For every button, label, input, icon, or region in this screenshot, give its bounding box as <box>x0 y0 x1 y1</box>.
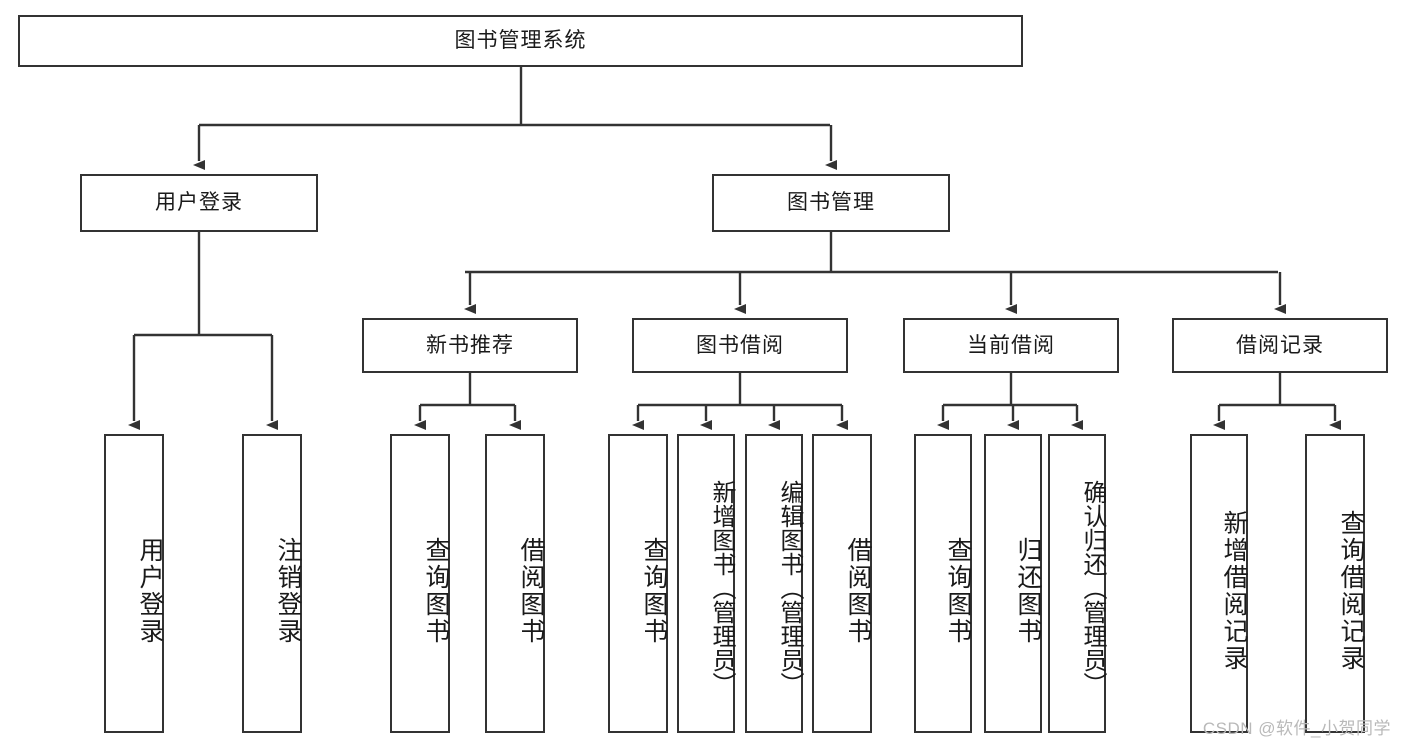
node-label: 图书管理 <box>787 191 875 215</box>
node-label: 查询图书 <box>422 536 450 645</box>
level2-node-user-login[interactable]: 用户登录 <box>80 174 318 232</box>
node-label: 注销登录 <box>274 536 302 645</box>
level3-node-new-book-rec[interactable]: 新书推荐 <box>362 318 578 373</box>
leaf-node-leaf-query-record[interactable]: 查询借阅记录 <box>1305 434 1365 733</box>
node-label: 借阅图书 <box>517 536 545 645</box>
leaf-node-leaf-query-book-3[interactable]: 查询图书 <box>914 434 972 733</box>
leaf-node-leaf-query-book-2[interactable]: 查询图书 <box>608 434 668 733</box>
leaf-node-leaf-query-book-1[interactable]: 查询图书 <box>390 434 450 733</box>
node-label: 当前借阅 <box>967 333 1055 357</box>
csdn-watermark: CSDN @软件_小贺同学 <box>1202 719 1391 738</box>
node-label: 归还图书 <box>1014 536 1042 645</box>
node-label: 查询图书 <box>640 536 668 645</box>
node-label: 图书管理系统 <box>454 29 587 53</box>
level2-node-book-mgmt[interactable]: 图书管理 <box>712 174 950 232</box>
node-label: 查询借阅记录 <box>1337 509 1365 672</box>
node-label: 图书借阅 <box>696 333 784 357</box>
node-label: 编辑图书（管理员） <box>776 479 803 696</box>
node-label: 新增借阅记录 <box>1220 509 1248 672</box>
leaf-node-leaf-confirm-return[interactable]: 确认归还（管理员） <box>1048 434 1106 733</box>
leaf-node-leaf-add-book[interactable]: 新增图书（管理员） <box>677 434 735 733</box>
leaf-node-leaf-edit-book[interactable]: 编辑图书（管理员） <box>745 434 803 733</box>
node-label: 新增图书（管理员） <box>708 479 735 696</box>
leaf-node-leaf-return-book[interactable]: 归还图书 <box>984 434 1042 733</box>
level3-node-borrow-record[interactable]: 借阅记录 <box>1172 318 1388 373</box>
leaf-node-leaf-borrow-book-2[interactable]: 借阅图书 <box>812 434 872 733</box>
node-label: 用户登录 <box>155 191 243 215</box>
leaf-node-leaf-borrow-book-1[interactable]: 借阅图书 <box>485 434 545 733</box>
node-label: 用户登录 <box>136 536 164 645</box>
leaf-node-leaf-user-login[interactable]: 用户登录 <box>104 434 164 733</box>
node-label: 新书推荐 <box>426 333 514 357</box>
root-node-root[interactable]: 图书管理系统 <box>18 15 1023 67</box>
node-label: 确认归还（管理员） <box>1079 479 1106 696</box>
level3-node-current-borrow[interactable]: 当前借阅 <box>903 318 1119 373</box>
leaf-node-leaf-logout[interactable]: 注销登录 <box>242 434 302 733</box>
level3-node-book-borrow[interactable]: 图书借阅 <box>632 318 848 373</box>
node-label: 查询图书 <box>944 536 972 645</box>
node-label: 借阅图书 <box>844 536 872 645</box>
node-label: 借阅记录 <box>1236 333 1324 357</box>
leaf-node-leaf-add-record[interactable]: 新增借阅记录 <box>1190 434 1248 733</box>
